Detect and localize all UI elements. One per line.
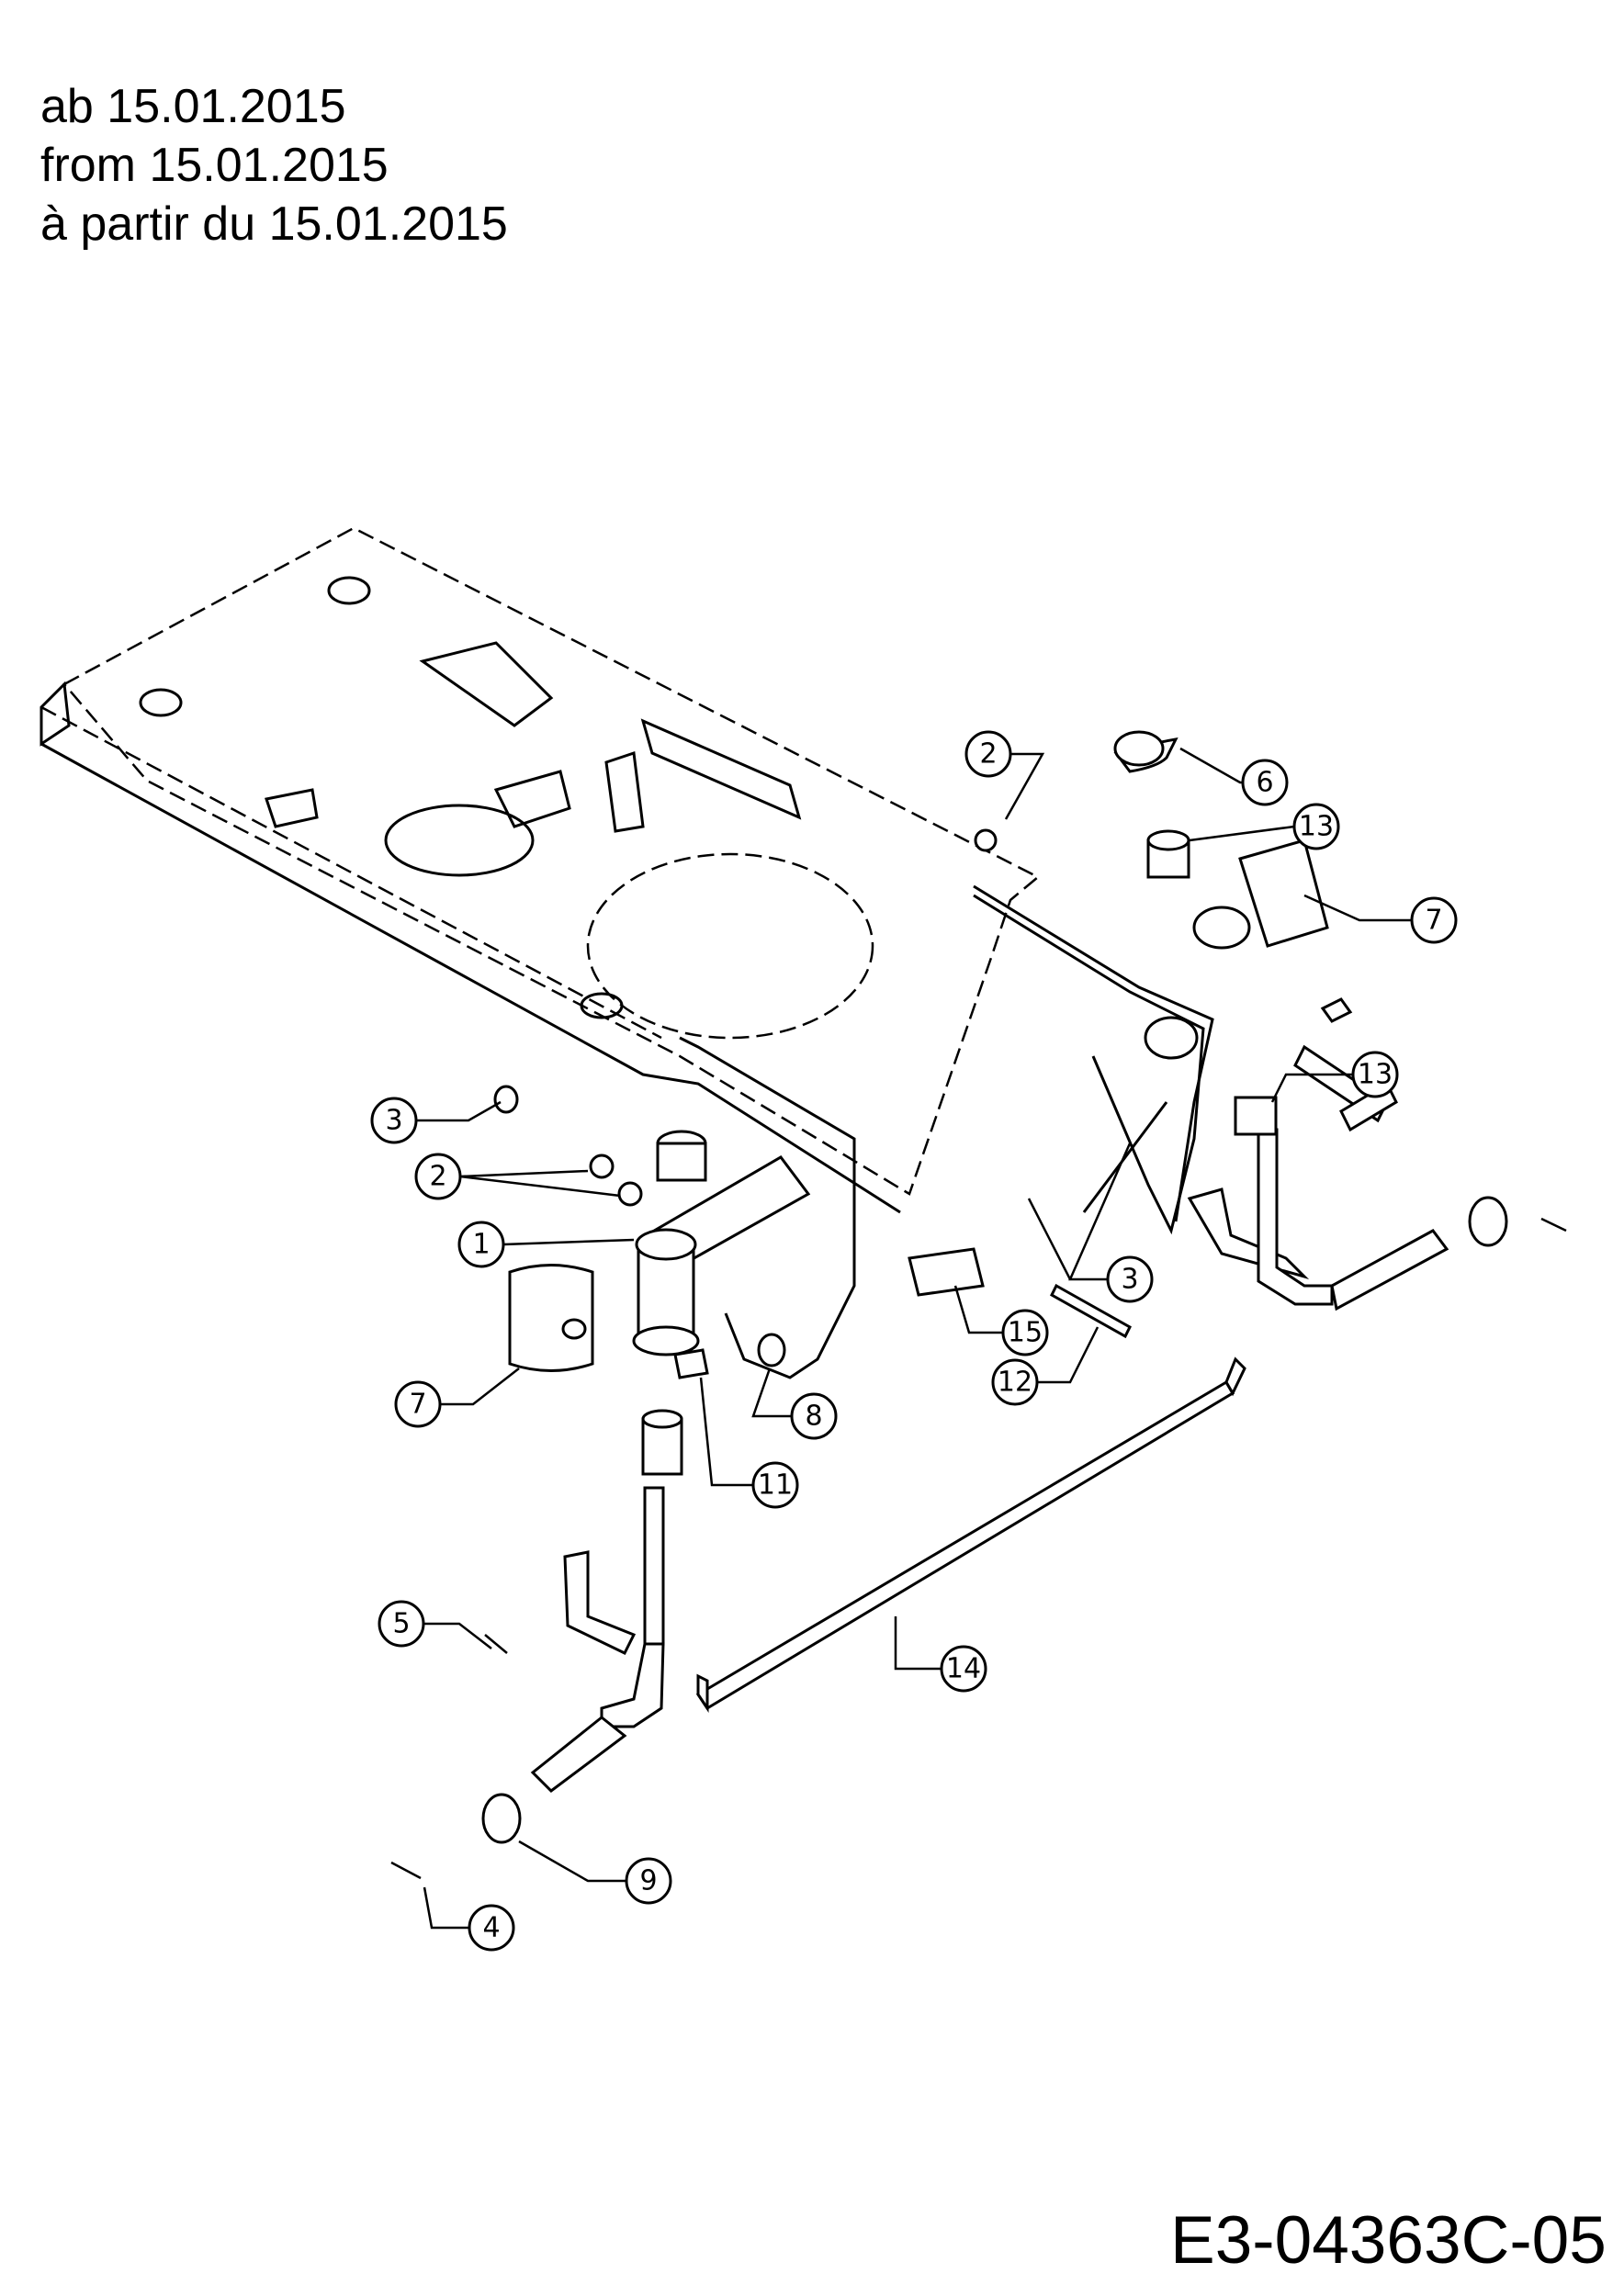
callout-1: 1 [457,1221,505,1268]
callout-8: 8 [790,1392,838,1440]
callout-label: 3 [385,1105,402,1137]
callout-15: 15 [1001,1309,1049,1356]
drawing-code: E3-04363C-05 [1170,2203,1607,2278]
callout-label: 13 [1299,811,1334,843]
callout-7-left: 7 [394,1380,442,1428]
small-hardware [390,828,1567,1880]
callout-label: 8 [805,1401,822,1433]
validity-de: ab 15.01.2015 [40,80,346,133]
callout-label: 2 [979,738,997,771]
callout-9: 9 [625,1857,672,1905]
callout-11: 11 [751,1461,799,1509]
callout-label: 3 [1121,1264,1138,1296]
callout-label: 4 [482,1912,500,1944]
callout-2-top: 2 [964,730,1012,778]
spindle-left [481,1130,811,1844]
callout-label: 7 [409,1389,426,1421]
callout-label: 7 [1425,905,1442,937]
callout-label: 11 [758,1469,793,1502]
callout-4: 4 [468,1904,515,1952]
chassis-frame [39,526,1251,1379]
callout-14: 14 [940,1645,987,1693]
callout-5: 5 [378,1600,425,1648]
callout-label: 14 [946,1653,981,1685]
callout-13-top: 13 [1292,803,1340,850]
callout-label: 5 [392,1608,410,1640]
callout-label: 2 [429,1161,446,1193]
validity-en: from 15.01.2015 [40,139,389,192]
callout-label: 12 [998,1367,1032,1399]
validity-fr: à partir du 15.01.2015 [40,197,508,251]
callout-7-right: 7 [1410,896,1458,944]
tie-rod [695,1356,1246,1713]
callout-3-left: 3 [370,1097,418,1144]
validity-header: ab 15.01.2015 from 15.01.2015 à partir d… [40,77,508,253]
callout-label: 6 [1256,767,1273,799]
callout-3-right: 3 [1106,1255,1154,1303]
callout-label: 13 [1358,1059,1393,1091]
callout-label: 1 [472,1229,490,1261]
callout-6: 6 [1241,759,1289,806]
callout-label: 15 [1008,1317,1043,1349]
callout-12: 12 [991,1358,1039,1406]
callout-2-left: 2 [414,1153,462,1200]
callout-label: 9 [639,1865,657,1897]
callout-13-low: 13 [1351,1051,1399,1098]
